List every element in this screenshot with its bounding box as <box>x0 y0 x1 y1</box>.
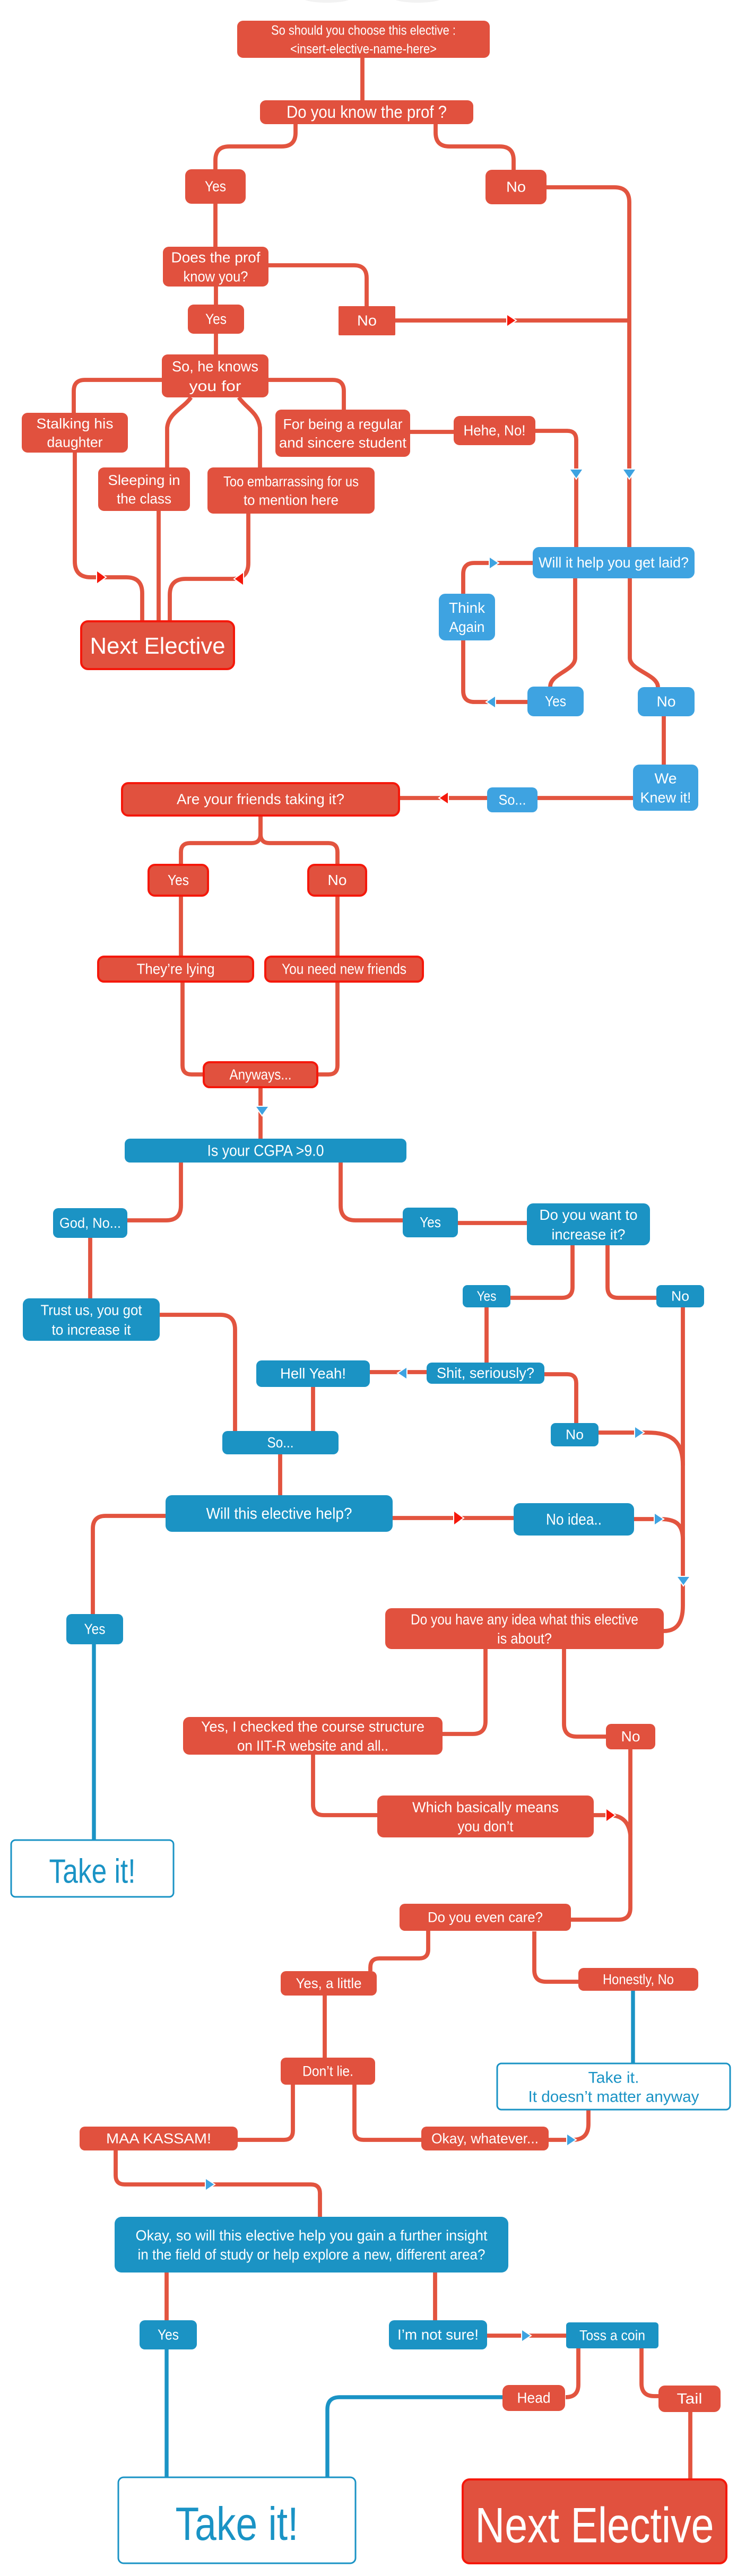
svg-text:in the field of study or help: in the field of study or help explore a … <box>138 2247 485 2263</box>
svg-text:Are your friends taking it?: Are your friends taking it? <box>177 791 344 808</box>
svg-text:MAA KASSAM!: MAA KASSAM! <box>106 2130 211 2146</box>
svg-text:No idea..: No idea.. <box>546 1511 602 1528</box>
svg-text:and sincere student: and sincere student <box>279 435 406 451</box>
svg-text:I’m not sure!: I’m not sure! <box>397 2327 479 2343</box>
svg-text:So should you choose this elec: So should you choose this elective : <box>271 23 456 38</box>
svg-text:Which basically means: Which basically means <box>412 1799 559 1816</box>
svg-text:daughter: daughter <box>47 435 103 450</box>
svg-text:Yes: Yes <box>205 311 227 327</box>
svg-text:Next Elective: Next Elective <box>475 2497 714 2553</box>
svg-text:Do you want to: Do you want to <box>540 1207 638 1223</box>
svg-text:Take it!: Take it! <box>176 2497 299 2550</box>
svg-text:to increase it: to increase it <box>52 1322 131 1338</box>
svg-text:Think: Think <box>449 600 485 616</box>
svg-text:Yes, a little: Yes, a little <box>296 1975 362 1991</box>
svg-text:Toss a coin: Toss a coin <box>579 2327 645 2343</box>
svg-text:Do you know the prof ?: Do you know the prof ? <box>287 102 447 122</box>
svg-text:Okay, whatever...: Okay, whatever... <box>431 2130 539 2146</box>
svg-text:Yes: Yes <box>545 693 566 709</box>
svg-text:They’re lying: They’re lying <box>137 961 215 977</box>
svg-text:Hell Yeah!: Hell Yeah! <box>280 1365 346 1382</box>
svg-text:you don’t: you don’t <box>458 1818 514 1835</box>
svg-text:Take it!: Take it! <box>49 1852 136 1890</box>
svg-text:So, he knows: So, he knows <box>172 358 258 375</box>
svg-text:Trust us, you got: Trust us, you got <box>41 1302 142 1319</box>
svg-text:Hehe, No!: Hehe, No! <box>464 422 526 439</box>
svg-text:on IIT-R website and all..: on IIT-R website and all.. <box>237 1738 388 1754</box>
svg-text:Take it.: Take it. <box>588 2069 639 2086</box>
svg-text:Too embarrassing for us: Too embarrassing for us <box>223 474 359 490</box>
svg-text:No: No <box>621 1728 640 1745</box>
svg-text:Does the prof: Does the prof <box>171 249 261 266</box>
svg-text:Head: Head <box>517 2390 551 2406</box>
svg-text:Yes: Yes <box>84 1621 106 1637</box>
svg-text:Honestly, No: Honestly, No <box>603 1971 674 1987</box>
svg-text:Tail: Tail <box>677 2390 703 2407</box>
svg-text:Shit, seriously?: Shit, seriously? <box>437 1365 534 1381</box>
svg-text:Stalking his: Stalking his <box>37 416 114 432</box>
svg-text:No: No <box>657 693 676 710</box>
svg-text:Yes: Yes <box>168 872 189 888</box>
svg-text:No: No <box>671 1288 689 1304</box>
svg-text:Yes: Yes <box>477 1288 497 1304</box>
svg-text:Yes: Yes <box>158 2327 179 2343</box>
svg-text:We: We <box>655 770 677 787</box>
svg-text:For being a regular: For being a regular <box>283 417 403 432</box>
svg-text:Is your CGPA >9.0: Is your CGPA >9.0 <box>207 1142 324 1159</box>
svg-text:Yes: Yes <box>420 1214 441 1230</box>
svg-text:increase it?: increase it? <box>552 1226 626 1243</box>
svg-text:Sleeping in: Sleeping in <box>108 472 180 488</box>
svg-text:Will this elective help?: Will this elective help? <box>206 1505 352 1522</box>
svg-text:<insert-elective-name-here>: <insert-elective-name-here> <box>290 42 437 57</box>
svg-text:Again: Again <box>449 619 485 635</box>
svg-text:You need new friends: You need new friends <box>282 961 406 977</box>
svg-text:you for: you for <box>189 378 241 394</box>
svg-text:Do you have any idea what this: Do you have any idea what this elective <box>411 1611 638 1628</box>
svg-text:know you?: know you? <box>184 268 248 285</box>
svg-text:Yes: Yes <box>205 178 226 195</box>
svg-text:Will it help you get laid?: Will it help you get laid? <box>539 554 689 571</box>
svg-text:No: No <box>357 313 377 329</box>
svg-text:Okay, so will this elective he: Okay, so will this elective help you gai… <box>136 2227 488 2244</box>
svg-text:No: No <box>566 1427 584 1443</box>
svg-text:the class: the class <box>117 491 171 507</box>
svg-text:Knew it!: Knew it! <box>640 790 691 806</box>
svg-text:It doesn’t matter anyway: It doesn’t matter anyway <box>528 2088 699 2105</box>
svg-text:No: No <box>328 872 347 888</box>
svg-text:So...: So... <box>267 1434 294 1451</box>
svg-text:to mention here: to mention here <box>244 492 339 508</box>
svg-text:No: No <box>506 179 526 195</box>
svg-text:God, No...: God, No... <box>59 1215 121 1231</box>
svg-text:Do you even care?: Do you even care? <box>428 1909 543 1925</box>
svg-text:Yes, I checked the course stru: Yes, I checked the course structure <box>201 1719 424 1735</box>
svg-text:Don’t lie.: Don’t lie. <box>302 2063 353 2079</box>
svg-text:Anyways...: Anyways... <box>230 1066 292 1083</box>
svg-text:Next Elective: Next Elective <box>90 633 226 659</box>
svg-text:is about?: is about? <box>497 1630 552 1647</box>
svg-text:So...: So... <box>499 792 526 808</box>
